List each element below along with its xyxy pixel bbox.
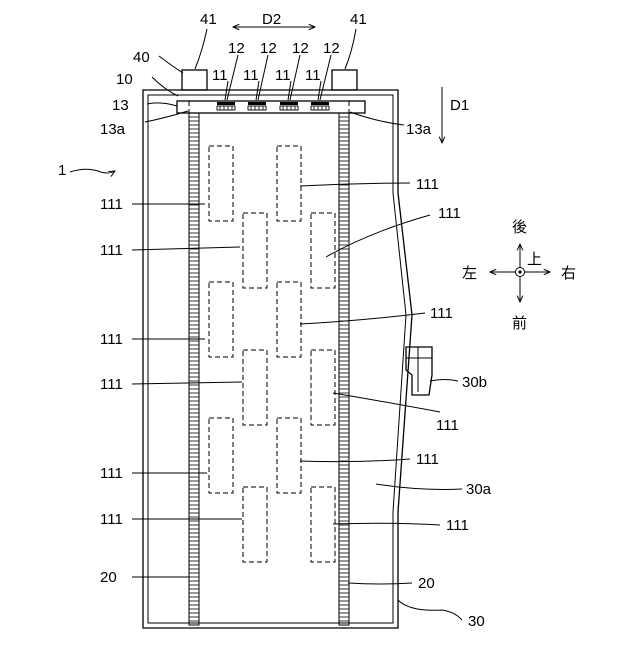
belt-left	[189, 113, 199, 625]
cell-111	[243, 487, 267, 562]
label-12-b: 12	[260, 40, 277, 57]
label-12-d: 12	[323, 40, 340, 57]
compass-right: 右	[561, 264, 576, 282]
cell-111	[243, 350, 267, 425]
cell-111	[243, 213, 267, 288]
label-10: 10	[116, 71, 133, 88]
label-12-a: 12	[228, 40, 245, 57]
label-12-c: 12	[292, 40, 309, 57]
belt-right	[339, 113, 349, 625]
label-111-r5: 111	[416, 451, 439, 468]
post-41-right	[332, 70, 357, 90]
label-111-l5: 111	[100, 465, 123, 482]
label-11-b: 11	[243, 67, 259, 84]
label-d1: D1	[450, 97, 469, 114]
post-41-left	[182, 70, 207, 90]
label-11-c: 11	[275, 67, 291, 84]
label-111-r4: 111	[436, 417, 459, 434]
compass-left: 左	[462, 264, 477, 282]
compass-up: 上	[527, 250, 542, 268]
label-30a: 30a	[466, 481, 492, 498]
cell-111	[209, 146, 233, 221]
leader-lines	[70, 29, 462, 620]
cell-111	[277, 418, 301, 493]
cell-111	[277, 282, 301, 357]
cell-111	[311, 350, 335, 425]
cell-111	[311, 213, 335, 288]
plate-13	[177, 101, 365, 113]
label-111-r2: 111	[438, 205, 461, 222]
compass-back: 後	[512, 218, 527, 236]
contact-group	[217, 102, 329, 110]
label-111-l3: 111	[100, 331, 123, 348]
label-11-d: 11	[305, 67, 321, 84]
label-13: 13	[112, 97, 129, 114]
label-13a-left: 13a	[100, 121, 126, 138]
contact-11	[217, 102, 235, 105]
label-111-l4: 111	[100, 376, 123, 393]
label-111-r1: 111	[416, 176, 439, 193]
label-111-r3: 111	[430, 305, 453, 322]
label-30: 30	[468, 613, 485, 630]
cell-111	[277, 146, 301, 221]
label-11-a: 11	[212, 67, 228, 84]
label-41-left: 41	[200, 11, 217, 28]
label-41-right: 41	[350, 11, 367, 28]
compass-front: 前	[512, 314, 527, 332]
outer-case-outline	[143, 90, 412, 628]
label-20-left: 20	[100, 569, 117, 586]
label-30b: 30b	[462, 374, 487, 391]
cell-111	[209, 418, 233, 493]
label-13a-right: 13a	[406, 121, 432, 138]
label-111-l6: 111	[100, 511, 123, 528]
cell-111	[311, 487, 335, 562]
contact-11	[311, 102, 329, 105]
contact-11	[280, 102, 298, 105]
label-40: 40	[133, 49, 150, 66]
label-111-l2: 111	[100, 242, 123, 259]
label-d2: D2	[262, 11, 281, 28]
cell-111	[209, 282, 233, 357]
label-111-l1: 111	[100, 196, 123, 213]
label-20-right: 20	[418, 575, 435, 592]
cell-group	[209, 146, 335, 562]
label-1: 1	[58, 162, 66, 179]
contact-11	[248, 102, 266, 105]
label-111-r6: 111	[446, 517, 469, 534]
connector-30b	[406, 347, 432, 395]
